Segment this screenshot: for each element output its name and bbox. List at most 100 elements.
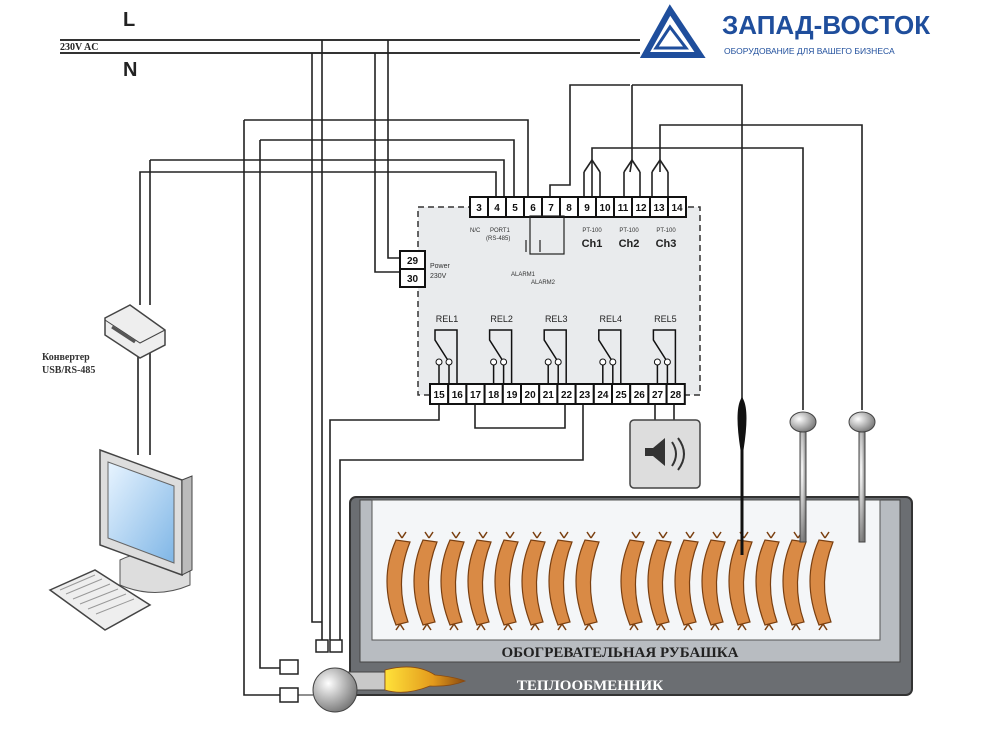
channel-sensor-label: PT-100 <box>656 228 676 234</box>
sausage-icon <box>521 531 546 631</box>
terminal-number: 8 <box>566 203 572 214</box>
terminal-number: 9 <box>584 203 590 214</box>
sausage-icon <box>413 531 438 631</box>
alarm-contacts <box>525 215 565 255</box>
terminal: 20 <box>520 383 541 405</box>
terminal-number: 10 <box>599 203 611 214</box>
terminal-number: 19 <box>506 390 518 401</box>
terminal-number: 17 <box>470 390 482 401</box>
terminal: 9 <box>577 196 597 218</box>
logo-triangle-icon <box>639 4 706 58</box>
converter-device <box>104 304 166 359</box>
terminal: 25 <box>611 383 632 405</box>
pt100-probe-icon <box>848 411 876 543</box>
terminal-number: 20 <box>525 390 537 401</box>
power-voltage-label: 230V <box>430 273 447 280</box>
temperature-probes <box>737 396 876 555</box>
relay-3: REL3 <box>543 314 568 384</box>
burner <box>279 639 467 713</box>
terminal: 28 <box>665 383 686 405</box>
logo-title: ЗАПАД-ВОСТОК <box>722 10 930 40</box>
sausage-icon <box>647 531 672 631</box>
terminal-number: 21 <box>543 390 555 401</box>
terminal: 11 <box>613 196 633 218</box>
terminal: 21 <box>538 383 559 405</box>
logo-subtitle: ОБОРУДОВАНИЕ ДЛЯ ВАШЕГО БИЗНЕСА <box>724 46 895 56</box>
burner-ball-icon <box>312 667 358 713</box>
channel-name-label: Ch1 <box>582 238 603 250</box>
sausage-icon <box>467 531 492 631</box>
alarm-speaker <box>629 419 701 489</box>
terminal-number: 28 <box>670 390 682 401</box>
sausage-icon <box>701 531 726 631</box>
relay-label: REL2 <box>490 314 513 324</box>
channel-sensor-label: PT-100 <box>582 228 602 234</box>
line-n-label: N <box>123 59 137 81</box>
terminal-number: 29 <box>407 256 419 267</box>
relay-label: REL3 <box>545 314 568 324</box>
terminal: 22 <box>556 383 577 405</box>
sausage-icon <box>494 531 519 631</box>
sausage-icon <box>674 531 699 631</box>
terminal-number: 16 <box>452 390 464 401</box>
terminal: 7 <box>541 196 561 218</box>
terminal: 5 <box>505 196 525 218</box>
terminal: 17 <box>465 383 486 405</box>
relay-contact-icon <box>434 329 458 384</box>
terminal: 19 <box>501 383 522 405</box>
relay-contact-icon <box>488 329 513 384</box>
power-terminal-block: 29 30 <box>399 250 426 288</box>
channel-sensor-label: PT-100 <box>619 228 639 234</box>
company-logo: ЗАПАД-ВОСТОК ОБОРУДОВАНИЕ ДЛЯ ВАШЕГО БИЗ… <box>639 4 930 58</box>
terminal: 10 <box>595 196 615 218</box>
sausage-icon <box>809 531 834 631</box>
terminal: 26 <box>629 383 650 405</box>
terminal-number: 5 <box>512 203 518 214</box>
terminal-number: 27 <box>652 390 664 401</box>
sausage-icon <box>575 531 600 631</box>
terminal: 18 <box>483 383 504 405</box>
terminal: 13 <box>649 196 669 218</box>
sausage-icon <box>620 531 645 631</box>
needle-probe-icon <box>737 396 747 555</box>
voltage-label: 230V AC <box>60 42 98 53</box>
terminal-number: 12 <box>635 203 647 214</box>
relay-contact-icon <box>598 329 622 384</box>
sausage-icon <box>755 531 780 631</box>
channel-name-label: Ch3 <box>656 238 677 250</box>
terminal-number: 30 <box>407 274 419 285</box>
terminal: 3 <box>469 196 489 218</box>
port-label: PORT1 <box>490 228 511 234</box>
speaker-icon <box>645 437 685 471</box>
terminal: 27 <box>647 383 668 405</box>
relay-label: REL1 <box>436 314 459 324</box>
terminal: 29 <box>399 250 426 270</box>
nc-label: N/C <box>470 228 481 234</box>
terminal: 6 <box>523 196 543 218</box>
terminal-number: 11 <box>618 203 629 214</box>
jacket-label: ОБОГРЕВАТЕЛЬНАЯ РУБАШКА <box>502 645 739 661</box>
terminal-number: 15 <box>434 390 446 401</box>
alarm1-label: ALARM1 <box>511 272 536 278</box>
sausage-icon <box>386 531 411 631</box>
relay-4: REL4 <box>598 314 623 384</box>
relay-contact-icon <box>543 329 567 384</box>
computer-icon <box>48 448 193 631</box>
relay-contact-icon <box>652 329 677 384</box>
exchanger-label: ТЕПЛООБМЕННИК <box>517 678 663 694</box>
terminal: 8 <box>559 196 579 218</box>
keyboard-icon <box>48 569 152 631</box>
terminal-number: 13 <box>653 203 665 214</box>
terminal: 24 <box>592 383 613 405</box>
terminal: 4 <box>487 196 507 218</box>
converter-label-1: Конвертер <box>42 352 90 363</box>
terminal: 23 <box>574 383 595 405</box>
relay-label: REL4 <box>600 314 623 324</box>
line-l-label: L <box>123 9 135 31</box>
power-lines <box>60 39 640 54</box>
sausage-icon <box>440 531 465 631</box>
